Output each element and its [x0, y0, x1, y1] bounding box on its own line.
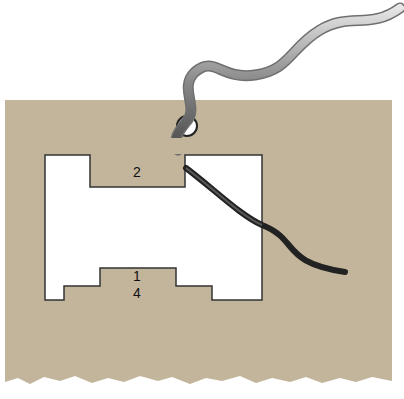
- callout-number: 4: [133, 286, 141, 300]
- wire: [186, 168, 345, 272]
- string-outline: [176, 8, 400, 150]
- wire-highlight: [186, 168, 262, 225]
- torn-edge: [5, 376, 392, 399]
- card-patch: [168, 138, 200, 154]
- card: [5, 100, 392, 399]
- callout-number: 2: [133, 165, 141, 179]
- cutout: [45, 155, 262, 300]
- callout-number: 1: [133, 269, 141, 283]
- string: [176, 8, 400, 150]
